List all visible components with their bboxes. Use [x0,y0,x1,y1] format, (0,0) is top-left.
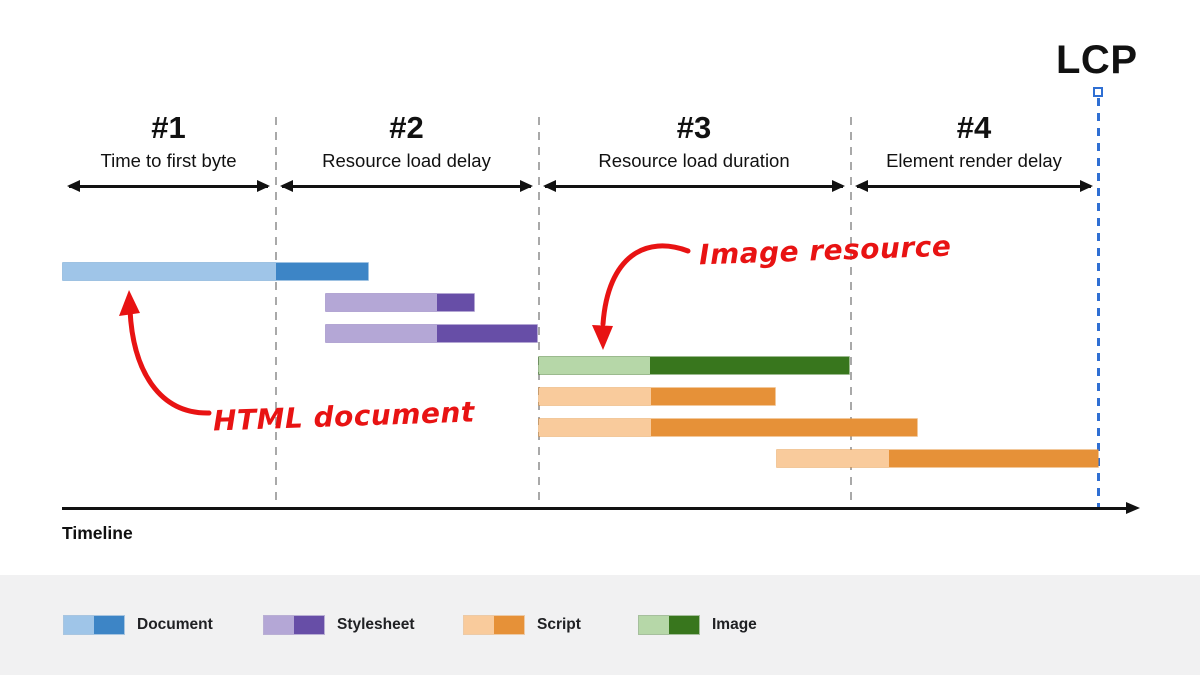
phase-divider-line [275,117,277,509]
lcp-title: LCP [1056,38,1138,82]
legend-item-script: Script [463,615,581,635]
phase-number: #4 [956,110,992,145]
script-bar [538,387,776,406]
bar-segment-light [326,294,437,311]
legend-swatch-dark [494,616,524,634]
bar-segment-light [777,450,889,467]
phase-number: #2 [389,110,424,145]
bar-segment-dark [437,325,537,342]
legend-swatch-light [639,616,669,634]
phase-extent-arrow [282,185,531,188]
phase-extent-arrow [857,185,1091,188]
stylesheet-bar [325,324,538,343]
legend-item-document: Document [63,615,213,635]
legend-swatch-image [638,615,700,635]
bar-segment-dark [651,419,917,436]
phase-number: #1 [151,110,186,145]
legend-swatch-dark [669,616,699,634]
phase-extent-arrow [69,185,268,188]
bar-segment-light [539,357,650,374]
legend-swatch-dark [94,616,124,634]
bar-segment-light [326,325,437,342]
bar-segment-light [63,263,276,280]
bar-segment-dark [651,388,775,405]
legend-label: Script [537,616,581,633]
annotation-image-resource: Image resource [698,229,952,272]
legend-label: Image [712,616,757,633]
legend-swatch-script [463,615,525,635]
legend-swatch-light [264,616,294,634]
phase-name: Element render delay [886,150,1062,171]
bar-segment-light [539,388,651,405]
script-bar [538,418,918,437]
timeline-axis [62,507,1128,510]
legend-label: Stylesheet [337,616,415,633]
legend-item-stylesheet: Stylesheet [263,615,415,635]
html-document-arrow [127,307,212,416]
timeline-axis-arrowhead-icon [1126,502,1140,514]
bar-segment-light [539,419,651,436]
script-bar [776,449,1099,468]
legend-label: Document [137,616,213,633]
legend-item-image: Image [638,615,757,635]
phase-divider-line [850,117,852,509]
image-resource-arrowhead-icon [592,325,613,350]
document-bar [62,262,369,281]
stylesheet-bar [325,293,475,312]
html-document-arrowhead-icon [119,290,140,316]
legend-swatch-stylesheet [263,615,325,635]
image-bar [538,356,850,375]
phase-divider-line [538,117,540,509]
lcp-dashed-line [1096,98,1100,509]
timeline-label: Timeline [62,523,133,543]
phase-number: #3 [676,110,712,145]
phase-name: Resource load delay [322,150,491,171]
image-resource-arrow [600,243,691,327]
bar-segment-dark [437,294,474,311]
legend-swatch-light [64,616,94,634]
bar-segment-dark [889,450,1098,467]
phase-extent-arrow [545,185,843,188]
phase-name: Time to first byte [100,150,237,171]
annotation-html-document: HTML document [212,395,476,438]
bar-segment-dark [650,357,849,374]
legend: Document Stylesheet Script Image [0,575,1200,675]
legend-swatch-document [63,615,125,635]
bar-segment-dark [276,263,368,280]
phase-name: Resource load duration [598,150,790,171]
legend-swatch-light [464,616,494,634]
lcp-marker-square [1092,87,1103,97]
legend-swatch-dark [294,616,324,634]
